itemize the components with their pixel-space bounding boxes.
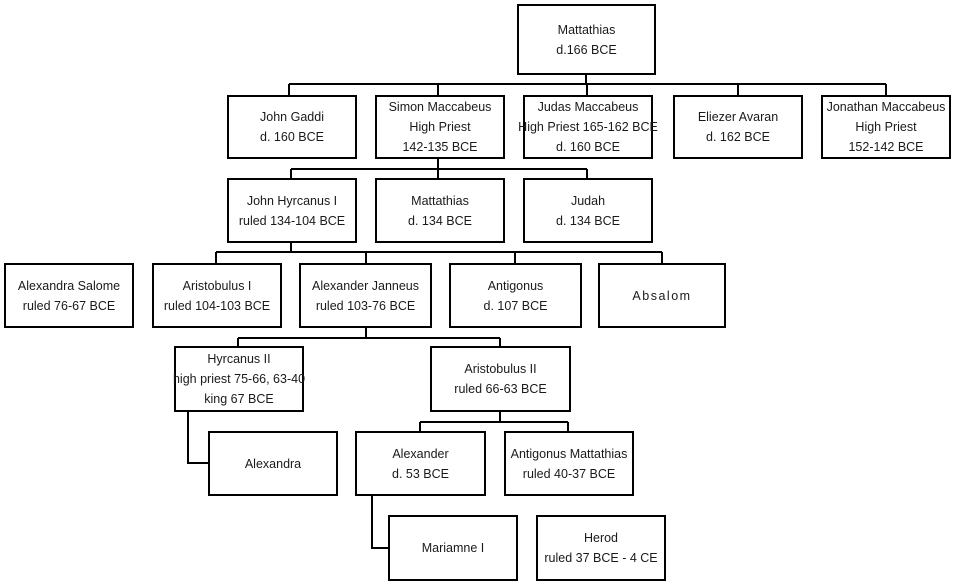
node-antigonus-line-1: Antigonus (487, 278, 544, 293)
node-alexandra-salome-line-1: Alexandra Salome (17, 278, 121, 293)
node-jonathan-line-3: 152-142 BCE (848, 140, 924, 154)
node-simon-line-2: High Priest (409, 120, 471, 134)
node-absalom-line-1: Absalom (632, 288, 692, 303)
node-jonathan-line-1: Jonathan Maccabeus (826, 100, 946, 114)
node-jonathan-maccabeus: Jonathan Maccabeus High Priest 152-142 B… (821, 95, 951, 159)
node-judas-line-3: d. 160 BCE (556, 140, 620, 154)
node-mattathias-root: Mattathias d.166 BCE (517, 4, 656, 75)
node-antigonus-mattathias-line-1: Antigonus Mattathias (510, 446, 628, 461)
node-eliezer-line-2: d. 162 BCE (706, 130, 770, 144)
node-hyrcanus-2-line-1: Hyrcanus II (207, 352, 271, 366)
node-simon-maccabeus: Simon Maccabeus High Priest 142-135 BCE (375, 95, 505, 159)
connector-mattathias-sons (288, 75, 887, 95)
node-judah: Judah d. 134 BCE (523, 178, 653, 243)
node-alexander-line-1: Alexander (392, 446, 449, 461)
connector-janneus-sons (237, 328, 501, 346)
node-mattathias-2-line-2: d. 134 BCE (408, 213, 472, 228)
node-alexander: Alexander d. 53 BCE (355, 431, 486, 496)
node-mattathias-root-line-1: Mattathias (557, 22, 616, 37)
node-judah-line-1: Judah (570, 193, 606, 208)
node-absalom: Absalom (598, 263, 726, 328)
node-alexandra-line-1: Alexandra (244, 456, 302, 471)
node-aristobulus-1-line-1: Aristobulus I (182, 278, 252, 293)
node-herod-line-2: ruled 37 BCE - 4 CE (544, 551, 658, 565)
node-mattathias-2-line-1: Mattathias (411, 193, 469, 208)
connector-simon-sons (290, 159, 588, 178)
node-john-hyrcanus-line-1: John Hyrcanus I (246, 193, 338, 208)
node-aristobulus-2-line-2: ruled 66-63 BCE (454, 382, 547, 396)
node-john-gaddi-line-1: John Gaddi (260, 110, 324, 124)
node-judas-maccabeus: Judas Maccabeus High Priest 165-162 BCE … (518, 95, 658, 159)
node-eliezer-avaran: Eliezer Avaran d. 162 BCE (673, 95, 803, 159)
connector-aristobulus2-sons (419, 412, 569, 431)
node-judah-line-2: d. 134 BCE (556, 213, 620, 228)
node-aristobulus-2-line-1: Aristobulus II (464, 362, 537, 376)
node-judas-line-1: Judas Maccabeus (537, 100, 639, 114)
node-hyrcanus-2: Hyrcanus II high priest 75-66, 63-40 kin… (172, 346, 306, 412)
node-alexander-line-2: d. 53 BCE (392, 466, 449, 481)
node-alexandra-salome-line-2: ruled 76-67 BCE (22, 298, 116, 313)
node-hyrcanus-2-line-3: king 67 BCE (204, 392, 274, 406)
node-aristobulus-2: Aristobulus II ruled 66-63 BCE (430, 346, 571, 412)
node-alexander-janneus-line-2: ruled 103-76 BCE (315, 298, 416, 313)
node-jonathan-line-2: High Priest (855, 120, 917, 134)
node-aristobulus-1: Aristobulus I ruled 104-103 BCE (152, 263, 282, 328)
node-mattathias-2: Mattathias d. 134 BCE (375, 178, 505, 243)
node-eliezer-line-1: Eliezer Avaran (697, 110, 779, 124)
node-antigonus: Antigonus d. 107 BCE (449, 263, 582, 328)
node-aristobulus-1-line-2: ruled 104-103 BCE (163, 298, 271, 313)
node-antigonus-mattathias: Antigonus Mattathias ruled 40-37 BCE (504, 431, 634, 496)
node-antigonus-line-2: d. 107 BCE (483, 298, 548, 313)
node-alexander-janneus: Alexander Janneus ruled 103-76 BCE (299, 263, 432, 328)
node-alexandra: Alexandra (208, 431, 338, 496)
node-mattathias-root-line-2: d.166 BCE (556, 42, 617, 57)
node-mariamne-line-1: Mariamne I (421, 541, 485, 555)
node-simon-line-1: Simon Maccabeus (388, 100, 492, 114)
node-simon-line-3: 142-135 BCE (402, 140, 478, 154)
node-herod-line-1: Herod (583, 531, 619, 545)
node-john-hyrcanus: John Hyrcanus I ruled 134-104 BCE (227, 178, 357, 243)
node-alexandra-salome: Alexandra Salome ruled 76-67 BCE (4, 263, 134, 328)
node-mariamne: Mariamne I (388, 515, 518, 581)
node-alexander-janneus-line-1: Alexander Janneus (311, 278, 420, 293)
connector-alexander-mariamne (371, 496, 389, 549)
node-hyrcanus-2-line-2: high priest 75-66, 63-40 (172, 372, 306, 386)
connector-hyrcanus-children (215, 243, 663, 263)
node-antigonus-mattathias-line-2: ruled 40-37 BCE (522, 466, 616, 481)
node-judas-line-2: High Priest 165-162 BCE (518, 120, 658, 134)
node-herod: Herod ruled 37 BCE - 4 CE (536, 515, 666, 581)
node-john-hyrcanus-line-2: ruled 134-104 BCE (238, 213, 346, 228)
node-john-gaddi: John Gaddi d. 160 BCE (227, 95, 357, 159)
node-john-gaddi-line-2: d. 160 BCE (260, 130, 324, 144)
connector-hyrcanus2-alexandra (187, 412, 209, 464)
